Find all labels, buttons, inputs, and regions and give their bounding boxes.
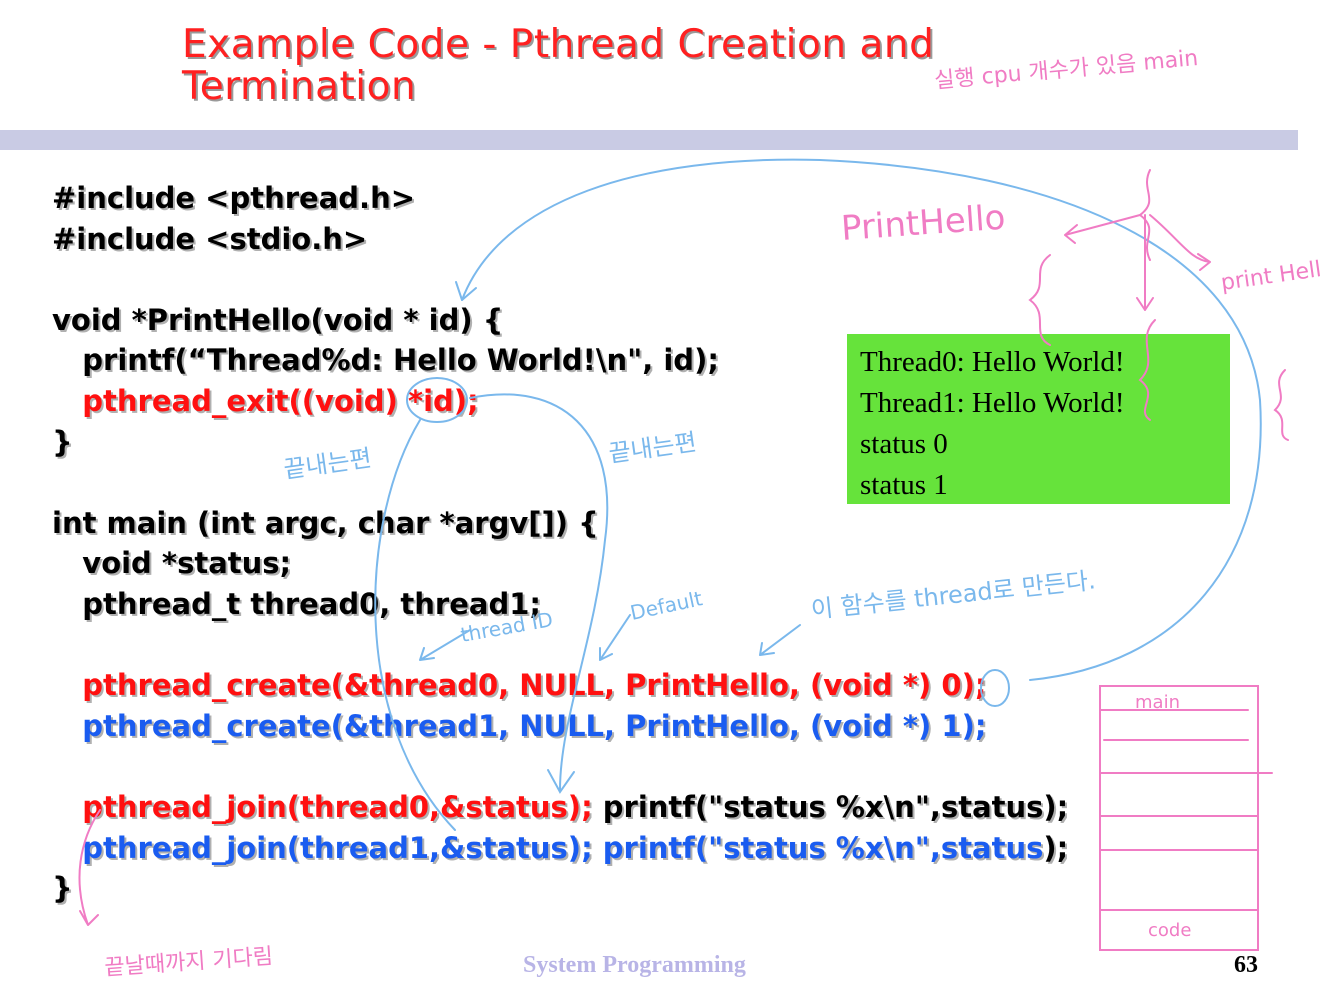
code-segment: int main (int argc, char *argv[]) {	[52, 505, 599, 540]
footer-course-label: System Programming	[523, 952, 746, 978]
brace-arrow-right	[1149, 214, 1211, 271]
code-line	[52, 746, 1068, 787]
slide-title: Example Code - Pthread Creation and Term…	[182, 24, 982, 108]
program-output-box: Thread0: Hello World! Thread1: Hello Wor…	[847, 334, 1230, 504]
code-segment: pthread_join(thread0,&status);	[52, 789, 593, 824]
code-line	[52, 259, 1068, 300]
title-divider-band	[0, 130, 1298, 150]
code-line: void *status;	[52, 543, 1068, 584]
code-line	[52, 625, 1068, 666]
code-segment: void *status;	[52, 546, 292, 581]
code-line: int main (int argc, char *argv[]) {	[52, 503, 1068, 544]
code-segment: void *PrintHello(void * id) {	[52, 302, 504, 337]
code-line: pthread_create(&thread1, NULL, PrintHell…	[52, 706, 1068, 747]
code-segment: pthread_create(&thread0, NULL, PrintHell…	[52, 668, 987, 703]
code-segment: pthread_join(thread1,&status); printf("s…	[52, 830, 1044, 865]
note-wait-until-end: 끝날때까지 기다림	[104, 944, 274, 981]
code-line: }	[52, 422, 1068, 463]
code-line: #include <stdio.h>	[52, 219, 1068, 260]
code-line: pthread_t thread0, thread1;	[52, 584, 1068, 625]
brace-top	[1138, 169, 1151, 261]
note-code: code	[1148, 920, 1191, 941]
output-line: Thread1: Hello World!	[860, 387, 1125, 419]
slide-title-line-1: Example Code - Pthread Creation and	[182, 22, 935, 67]
code-segment: #include <stdio.h>	[52, 221, 368, 256]
brace-far-right	[1273, 369, 1289, 441]
brace-arrow-left	[1064, 214, 1141, 244]
output-line: status 1	[860, 469, 948, 501]
code-line: pthread_join(thread0,&status); printf("s…	[52, 787, 1068, 828]
slide-title-line-2: Termination	[182, 64, 417, 109]
code-segment: pthread_t thread0, thread1;	[52, 586, 541, 621]
brace-arrow-down	[1136, 214, 1154, 311]
note-print-hello: print Hello	[1219, 255, 1320, 296]
code-segment: }	[52, 424, 73, 459]
code-line: #include <pthread.h>	[52, 178, 1068, 219]
code-segment: );	[1043, 830, 1069, 865]
code-segment: printf("status %x\n",status);	[592, 789, 1069, 824]
memory-stack-rows	[1099, 709, 1273, 911]
code-segment: pthread_exit((void) *id);	[52, 383, 479, 418]
page-number: 63	[1234, 952, 1258, 978]
code-segment: }	[52, 871, 73, 906]
code-block: #include <pthread.h> #include <stdio.h> vo…	[52, 178, 1068, 909]
code-segment: pthread_create(&thread1, NULL, PrintHell…	[52, 708, 987, 743]
memory-stack-diagram	[1099, 685, 1259, 951]
code-line: pthread_create(&thread0, NULL, PrintHell…	[52, 665, 1068, 706]
output-line: status 0	[860, 428, 948, 460]
code-segment: printf(“Thread%d: Hello World!\n", id);	[52, 343, 719, 378]
output-line: Thread0: Hello World!	[860, 346, 1125, 378]
code-segment: #include <pthread.h>	[52, 181, 416, 215]
code-line: }	[52, 868, 1068, 909]
code-line: pthread_join(thread1,&status); printf("s…	[52, 828, 1068, 869]
note-main: main	[1135, 692, 1180, 713]
